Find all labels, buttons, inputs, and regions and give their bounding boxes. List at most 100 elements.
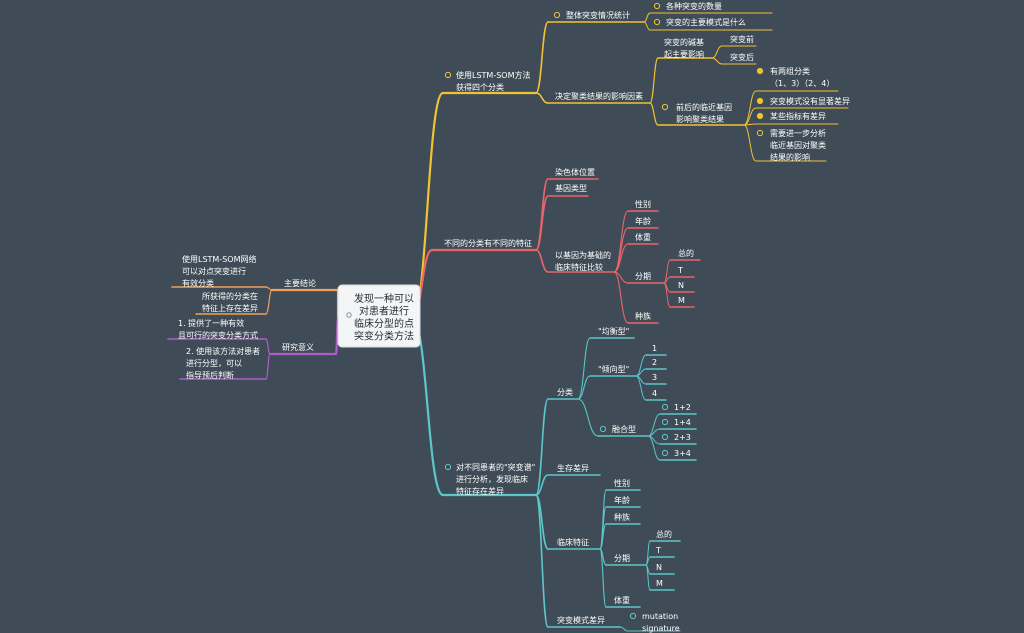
node-b3ds2-line-0: T — [655, 546, 661, 555]
collapse-toggle-icon[interactable] — [661, 403, 669, 411]
node-b3cs4[interactable]: 3+4 — [674, 449, 691, 458]
collapse-toggle-icon[interactable] — [653, 2, 661, 10]
connector-b2c3 — [535, 249, 549, 273]
node-b2s4[interactable]: M — [678, 296, 685, 305]
connector-b3b — [577, 375, 591, 400]
collapse-toggle-icon[interactable] — [661, 103, 669, 111]
node-b1g1c2[interactable]: 突变后 — [730, 52, 754, 62]
node-b1n1c2[interactable]: 突变的主要模式是什么 — [666, 17, 746, 27]
root-node[interactable]: 发现一种可以对患者进行临床分型的点突变分类方法 — [337, 284, 421, 348]
collapse-toggle-icon[interactable] — [629, 612, 637, 620]
collapse-toggle-icon[interactable] — [756, 129, 764, 137]
node-b1g2c2[interactable]: 突变模式没有显著差异 — [770, 96, 850, 106]
root-collapse-icon[interactable] — [346, 312, 352, 318]
root-title-line-0: 发现一种可以 — [354, 292, 414, 305]
marker-dot-icon[interactable] — [756, 97, 764, 105]
node-b2c3-line-0: 以基因为基础的 — [555, 250, 611, 260]
node-b3n3[interactable]: 临床特征 — [557, 537, 589, 547]
connector-l2c1 — [265, 338, 271, 355]
connector-b2e — [613, 271, 629, 324]
marker-dot-icon[interactable] — [756, 112, 764, 120]
node-b2s3[interactable]: N — [678, 281, 684, 290]
node-b1n1[interactable]: 整体突变情况统计 — [566, 10, 630, 20]
node-b3n3e[interactable]: 体重 — [614, 595, 630, 605]
node-b3bs2[interactable]: 2 — [652, 358, 657, 367]
node-b1g1c1[interactable]: 突变前 — [730, 34, 754, 44]
node-b3n4c1-line-1: signature — [642, 624, 680, 633]
node-b1g1-line-0: 突变的碱基 — [664, 37, 704, 47]
node-b2c2-line-0: 基因类型 — [555, 183, 587, 193]
node-b2e[interactable]: 种族 — [635, 311, 651, 321]
node-b3n3b[interactable]: 年龄 — [614, 495, 630, 505]
node-l2[interactable]: 研究意义 — [282, 342, 314, 352]
node-l1c2-line-1: 特征上存在差异 — [202, 303, 258, 313]
collapse-toggle-icon[interactable] — [553, 11, 561, 19]
root-title: 发现一种可以对患者进行临床分型的点突变分类方法 — [354, 292, 414, 343]
collapse-toggle-icon[interactable] — [653, 18, 661, 26]
collapse-toggle-icon[interactable] — [599, 425, 607, 433]
node-b3n1[interactable]: 分类 — [557, 387, 573, 397]
connector-b2c1 — [535, 178, 549, 251]
node-b3n3d[interactable]: 分期 — [614, 554, 630, 563]
node-b2d[interactable]: 分期 — [635, 272, 651, 281]
node-b2b[interactable]: 年龄 — [635, 216, 651, 226]
node-b1g1[interactable]: 突变的碱基起主要影响 — [664, 37, 704, 59]
node-b3ds1[interactable]: 总的 — [656, 529, 672, 539]
connector-b3bs4 — [635, 375, 647, 401]
collapse-toggle-icon[interactable] — [661, 449, 669, 457]
node-b1g2[interactable]: 前后的临近基因影响聚类结果 — [676, 102, 732, 124]
node-b3ds2[interactable]: T — [655, 546, 661, 555]
collapse-toggle-icon[interactable] — [661, 418, 669, 426]
connector-b3ds2 — [645, 556, 651, 566]
node-l2c2[interactable]: 2. 使用该方法对患者进行分型，可以指导预后判断 — [186, 346, 260, 380]
node-b2b-line-0: 年龄 — [635, 216, 651, 226]
node-b1g1-line-1: 起主要影响 — [664, 49, 704, 59]
node-b1[interactable]: 使用LSTM-SOM方法获得四个分类 — [456, 70, 531, 92]
node-b2a-line-0: 性别 — [635, 199, 651, 209]
node-b3bs1[interactable]: 1 — [652, 344, 657, 353]
node-b3ds3[interactable]: N — [656, 563, 662, 572]
node-b3cs1[interactable]: 1+2 — [674, 403, 691, 412]
node-b2[interactable]: 不同的分类有不同的特征 — [444, 238, 532, 248]
node-b1g2c1[interactable]: 有两组分类（1、3）（2、4） — [770, 66, 834, 88]
node-b3bs4[interactable]: 4 — [652, 389, 657, 398]
node-b1n2[interactable]: 决定聚类结果的影响因素 — [555, 91, 643, 101]
node-b2a[interactable]: 性别 — [635, 199, 651, 209]
node-b1g2c4[interactable]: 需要进一步分析临近基因对聚类结果的影响 — [770, 128, 826, 162]
collapse-toggle-icon[interactable] — [661, 433, 669, 441]
node-b3bs3[interactable]: 3 — [652, 373, 657, 382]
node-l1c2[interactable]: 所获得的分类在特征上存在差异 — [202, 291, 258, 313]
marker-dot-icon[interactable] — [756, 67, 764, 75]
node-b3cs2[interactable]: 1+4 — [674, 418, 691, 427]
node-b3a[interactable]: "均衡型" — [598, 326, 629, 336]
node-l1[interactable]: 主要结论 — [284, 278, 316, 288]
connector-b1n1c2 — [643, 21, 651, 31]
node-b1g2c4-line-1: 临近基因对聚类 — [770, 140, 826, 150]
node-b3b[interactable]: "倾向型" — [598, 364, 629, 374]
node-b2s1[interactable]: 总的 — [678, 248, 694, 258]
collapse-toggle-icon[interactable] — [444, 71, 452, 79]
node-b3n2[interactable]: 生存差异 — [557, 463, 589, 473]
node-b3ds4[interactable]: M — [656, 579, 663, 588]
node-b2c3[interactable]: 以基因为基础的临床特征比较 — [555, 250, 611, 272]
node-b1g2-line-1: 影响聚类结果 — [676, 114, 724, 124]
node-l2c1[interactable]: 1. 提供了一种有效且可行的突变分类方式 — [178, 318, 258, 340]
node-b3cs3[interactable]: 2+3 — [674, 433, 691, 442]
collapse-toggle-icon[interactable] — [444, 463, 452, 471]
node-l2c1-line-0: 1. 提供了一种有效 — [178, 318, 244, 328]
node-b3n3a[interactable]: 性别 — [614, 478, 630, 488]
node-b2c1-line-0: 染色体位置 — [555, 167, 595, 177]
node-b2c2[interactable]: 基因类型 — [555, 183, 587, 193]
node-b2cc[interactable]: 体重 — [635, 232, 651, 242]
node-l2c2-line-2: 指导预后判断 — [186, 370, 234, 380]
node-b3n3c[interactable]: 种族 — [614, 512, 630, 522]
node-b2c1[interactable]: 染色体位置 — [555, 167, 595, 177]
node-b3[interactable]: 对不同患者的"突变谱"进行分析，发现临床特征存在差异 — [456, 462, 535, 496]
node-b3c[interactable]: 融合型 — [612, 424, 636, 434]
node-b2s2[interactable]: T — [677, 266, 683, 275]
node-b3n4[interactable]: 突变模式差异 — [557, 615, 605, 625]
node-l1c1[interactable]: 使用LSTM-SOM网络可以对点突变进行有效分类 — [182, 254, 257, 288]
node-b1g2c3[interactable]: 某些指标有差异 — [770, 111, 826, 121]
node-b1n1c1[interactable]: 各种突变的数量 — [666, 1, 722, 11]
